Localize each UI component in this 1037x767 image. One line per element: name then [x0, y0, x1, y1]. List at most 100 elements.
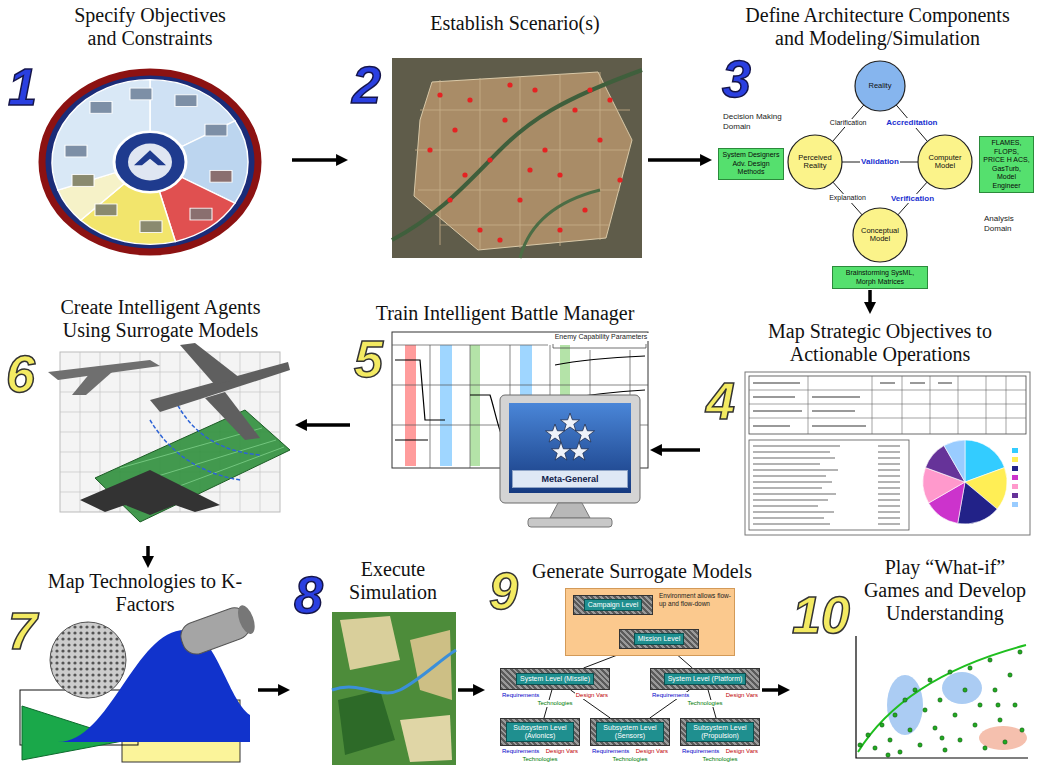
- scenario-map: [392, 70, 642, 240]
- objectives-wheel: [42, 72, 258, 252]
- scenario-map: [542, 147, 547, 152]
- objectives-wheel: [72, 175, 94, 187]
- monitor: [560, 413, 579, 431]
- circle-outline: [918, 135, 972, 189]
- what-if-plot: [968, 666, 972, 670]
- node-label: System Level (Missile): [516, 673, 594, 685]
- scenario-map: [532, 87, 537, 92]
- capability-chart: [553, 344, 646, 348]
- node-label: Computer Model: [922, 154, 968, 171]
- monitor: [500, 395, 640, 503]
- level-box: Campaign Level: [573, 595, 653, 615]
- model-circle: Perceived Reality: [787, 134, 843, 190]
- what-if-plot: [1020, 728, 1024, 732]
- scenario-map: [572, 107, 577, 112]
- scenario-map: [467, 97, 472, 102]
- tool-box: FLAMES, FLOPS, PRICE H ACS, GasTurb, Mod…: [979, 136, 1034, 193]
- node-label: Campaign Level: [584, 599, 643, 611]
- what-if-plot: [856, 636, 1028, 758]
- objectives-wheel: [140, 221, 162, 233]
- level-box: System Level (Platform): [650, 668, 760, 690]
- step-title: Generate Surrogate Models: [522, 560, 762, 583]
- step-panel: Define Architecture Components and Model…: [712, 0, 1037, 290]
- step-number: 10: [792, 586, 856, 644]
- node-label: Reality: [857, 82, 903, 91]
- what-if-plot: [886, 753, 890, 757]
- what-if-plot: [923, 708, 927, 712]
- what-if-plot: [1008, 673, 1012, 677]
- aircraft-agents: [72, 365, 120, 395]
- flow-arrow: [258, 688, 282, 692]
- scenario-map: [587, 87, 592, 92]
- node-label: Perceived Reality: [792, 154, 838, 171]
- what-if-plot: [953, 713, 957, 717]
- objective-table: [753, 383, 952, 426]
- what-if-plot: [948, 670, 952, 674]
- what-if-plot: [852, 632, 1030, 762]
- what-if-plot: [928, 678, 932, 682]
- capability-chart: [440, 345, 452, 466]
- scenario-map: [477, 227, 482, 232]
- step-panel: Map Technologies to K-Factors7: [0, 568, 258, 767]
- flow-arrow: [762, 688, 782, 692]
- scenario-map: [527, 167, 532, 172]
- link-line: [571, 690, 611, 718]
- step-number: 1: [8, 58, 43, 116]
- step-panel: Execute Simulation8: [290, 556, 458, 767]
- flow-arrow: [458, 688, 477, 692]
- step-title: Create Intelligent Agents Using Surrogat…: [48, 296, 273, 342]
- environment-region: Environment allows flow-up and flow-down…: [565, 588, 735, 656]
- objective-table: [749, 376, 1026, 434]
- tool-box: System Designers Adv. Design Methods: [718, 148, 784, 180]
- step-number: 3: [722, 50, 757, 108]
- scenario-map: [414, 72, 632, 250]
- what-if-plot: [893, 713, 897, 717]
- objective-table: [753, 446, 900, 524]
- flow-tag: Requirements: [681, 748, 720, 755]
- scenario-map: [607, 97, 612, 102]
- objectives-wheel: [65, 145, 87, 157]
- objectives-wheel: [128, 144, 172, 181]
- step-title: Map Technologies to K-Factors: [45, 570, 245, 616]
- what-if-plot: [898, 750, 902, 754]
- flow-tag: Requirements: [501, 692, 540, 699]
- scenario-map: [507, 82, 512, 87]
- simulation-map: [410, 630, 452, 700]
- objective-table: [1012, 502, 1018, 507]
- what-if-plot: [988, 658, 992, 662]
- simulation-map: [338, 690, 395, 755]
- objective-table: [1012, 475, 1018, 480]
- objective-table: [923, 440, 1007, 524]
- node-label: System Designers Adv. Design Methods: [722, 151, 780, 177]
- node-label: Subsystem Level (Propulsion): [686, 722, 754, 742]
- what-if-plot: [993, 688, 997, 692]
- step-title: Execute Simulation: [343, 558, 443, 604]
- what-if-plot: [979, 726, 1027, 750]
- capability-chart: [470, 345, 480, 466]
- what-if-plot: [1013, 703, 1017, 707]
- flow-tag: Requirements: [501, 748, 540, 755]
- flow-tag: Technologies: [686, 700, 723, 707]
- technology-factors: [235, 603, 258, 636]
- flow-tag: Requirements: [651, 692, 690, 699]
- scenario-map: [497, 237, 502, 242]
- tool-box: Brainstorming SysML, Morph Matrices: [832, 266, 928, 289]
- technology-factors: [50, 622, 126, 698]
- aircraft-agents: [205, 392, 260, 440]
- monitor: [500, 395, 640, 527]
- step-panel: Map Strategic Objectives to Actionable O…: [700, 314, 1032, 536]
- node-label: Meta-General: [541, 474, 598, 484]
- flow-tag: Design Vars: [575, 692, 609, 699]
- step-panel: Play “What-if” Games and Develop Underst…: [790, 555, 1035, 767]
- flow-tag: Technologies: [536, 700, 573, 707]
- what-if-plot: [918, 743, 922, 747]
- what-if-plot: [996, 703, 1000, 707]
- step-number: 5: [354, 330, 389, 388]
- step-title: Establish Scenario(s): [387, 12, 643, 35]
- objective-table: [1012, 457, 1018, 462]
- objectives-wheel: [130, 88, 152, 100]
- technology-factors: [50, 622, 126, 698]
- objectives-wheel: [175, 95, 197, 107]
